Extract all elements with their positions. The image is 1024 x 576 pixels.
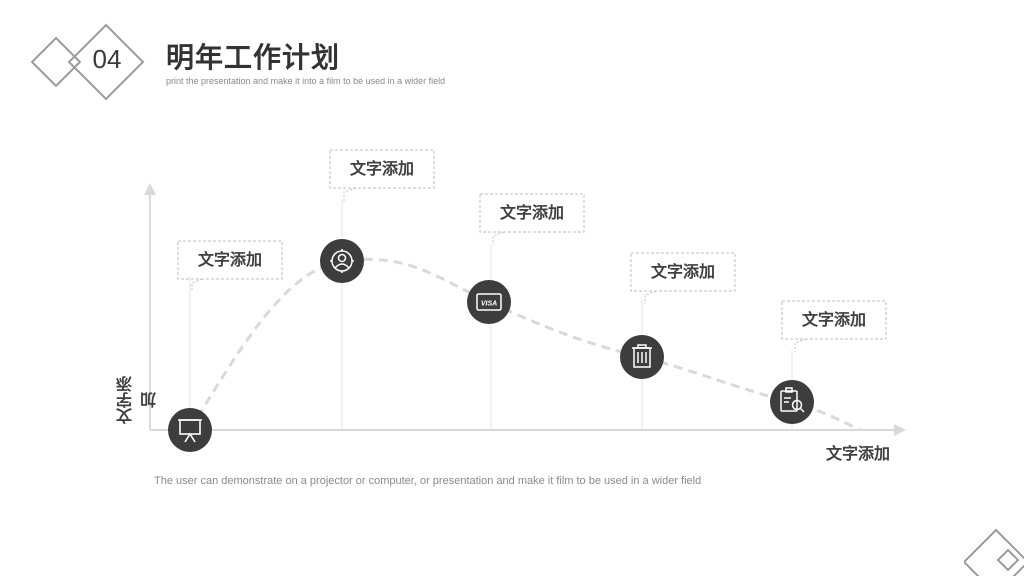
node-2 [320,239,364,283]
callout-5-pointer [794,338,807,352]
large-diamond [67,23,145,101]
visa-card-icon [476,293,502,311]
trash-can-icon [632,344,652,368]
callout-2-text: 文字添加 [349,159,414,178]
page-subtitle: print the presentation and make it into … [166,76,446,86]
callout-1-box [177,240,283,280]
callout-1-text: 文字添加 [197,250,262,269]
callout-3-text: 文字添加 [499,203,564,222]
corner-diamond-decoration [964,528,1024,576]
callout-1 [177,240,283,292]
node-3-circle [467,280,511,324]
callout-3 [479,193,585,245]
callout-1-pointer [191,278,203,292]
presentation-board-icon [178,419,202,443]
callout-4 [630,252,736,304]
callout-2-pointer [343,187,357,201]
callout-3-pointer [492,231,505,245]
callout-4-text: 文字添加 [650,262,715,281]
callout-2 [329,149,435,201]
x-axis-label: 文字添加 [826,444,891,463]
callout-5-box [781,300,887,340]
callout-4-pointer [644,290,657,304]
corner-large-diamond [964,528,1024,576]
y-axis-arrow [144,183,156,195]
trend-curve [188,257,861,432]
document-search-icon [780,387,805,413]
callout-4-box [630,252,736,292]
node-3: VISA [467,280,511,324]
description-text: The user can demonstrate on a projector … [154,475,702,487]
user-profile-icon [330,249,354,273]
node-5 [770,380,814,424]
corner-small-diamond [996,548,1020,572]
diamond-logo [30,23,145,101]
visa-card-text: VISA [481,301,497,308]
callout-5-text: 文字添加 [801,310,866,329]
callout-5 [781,300,887,352]
node-5-circle [770,380,814,424]
callout-2-box [329,149,435,189]
node-1 [168,408,212,452]
y-axis-label: 文字添加 [116,376,159,424]
x-axis-arrow [894,424,906,436]
small-diamond [30,36,82,88]
node-1-circle [168,408,212,452]
node-4 [620,335,664,379]
page-title: 明年工作计划 [166,41,341,74]
callout-3-box [479,193,585,233]
section-number: 04 [92,44,122,74]
